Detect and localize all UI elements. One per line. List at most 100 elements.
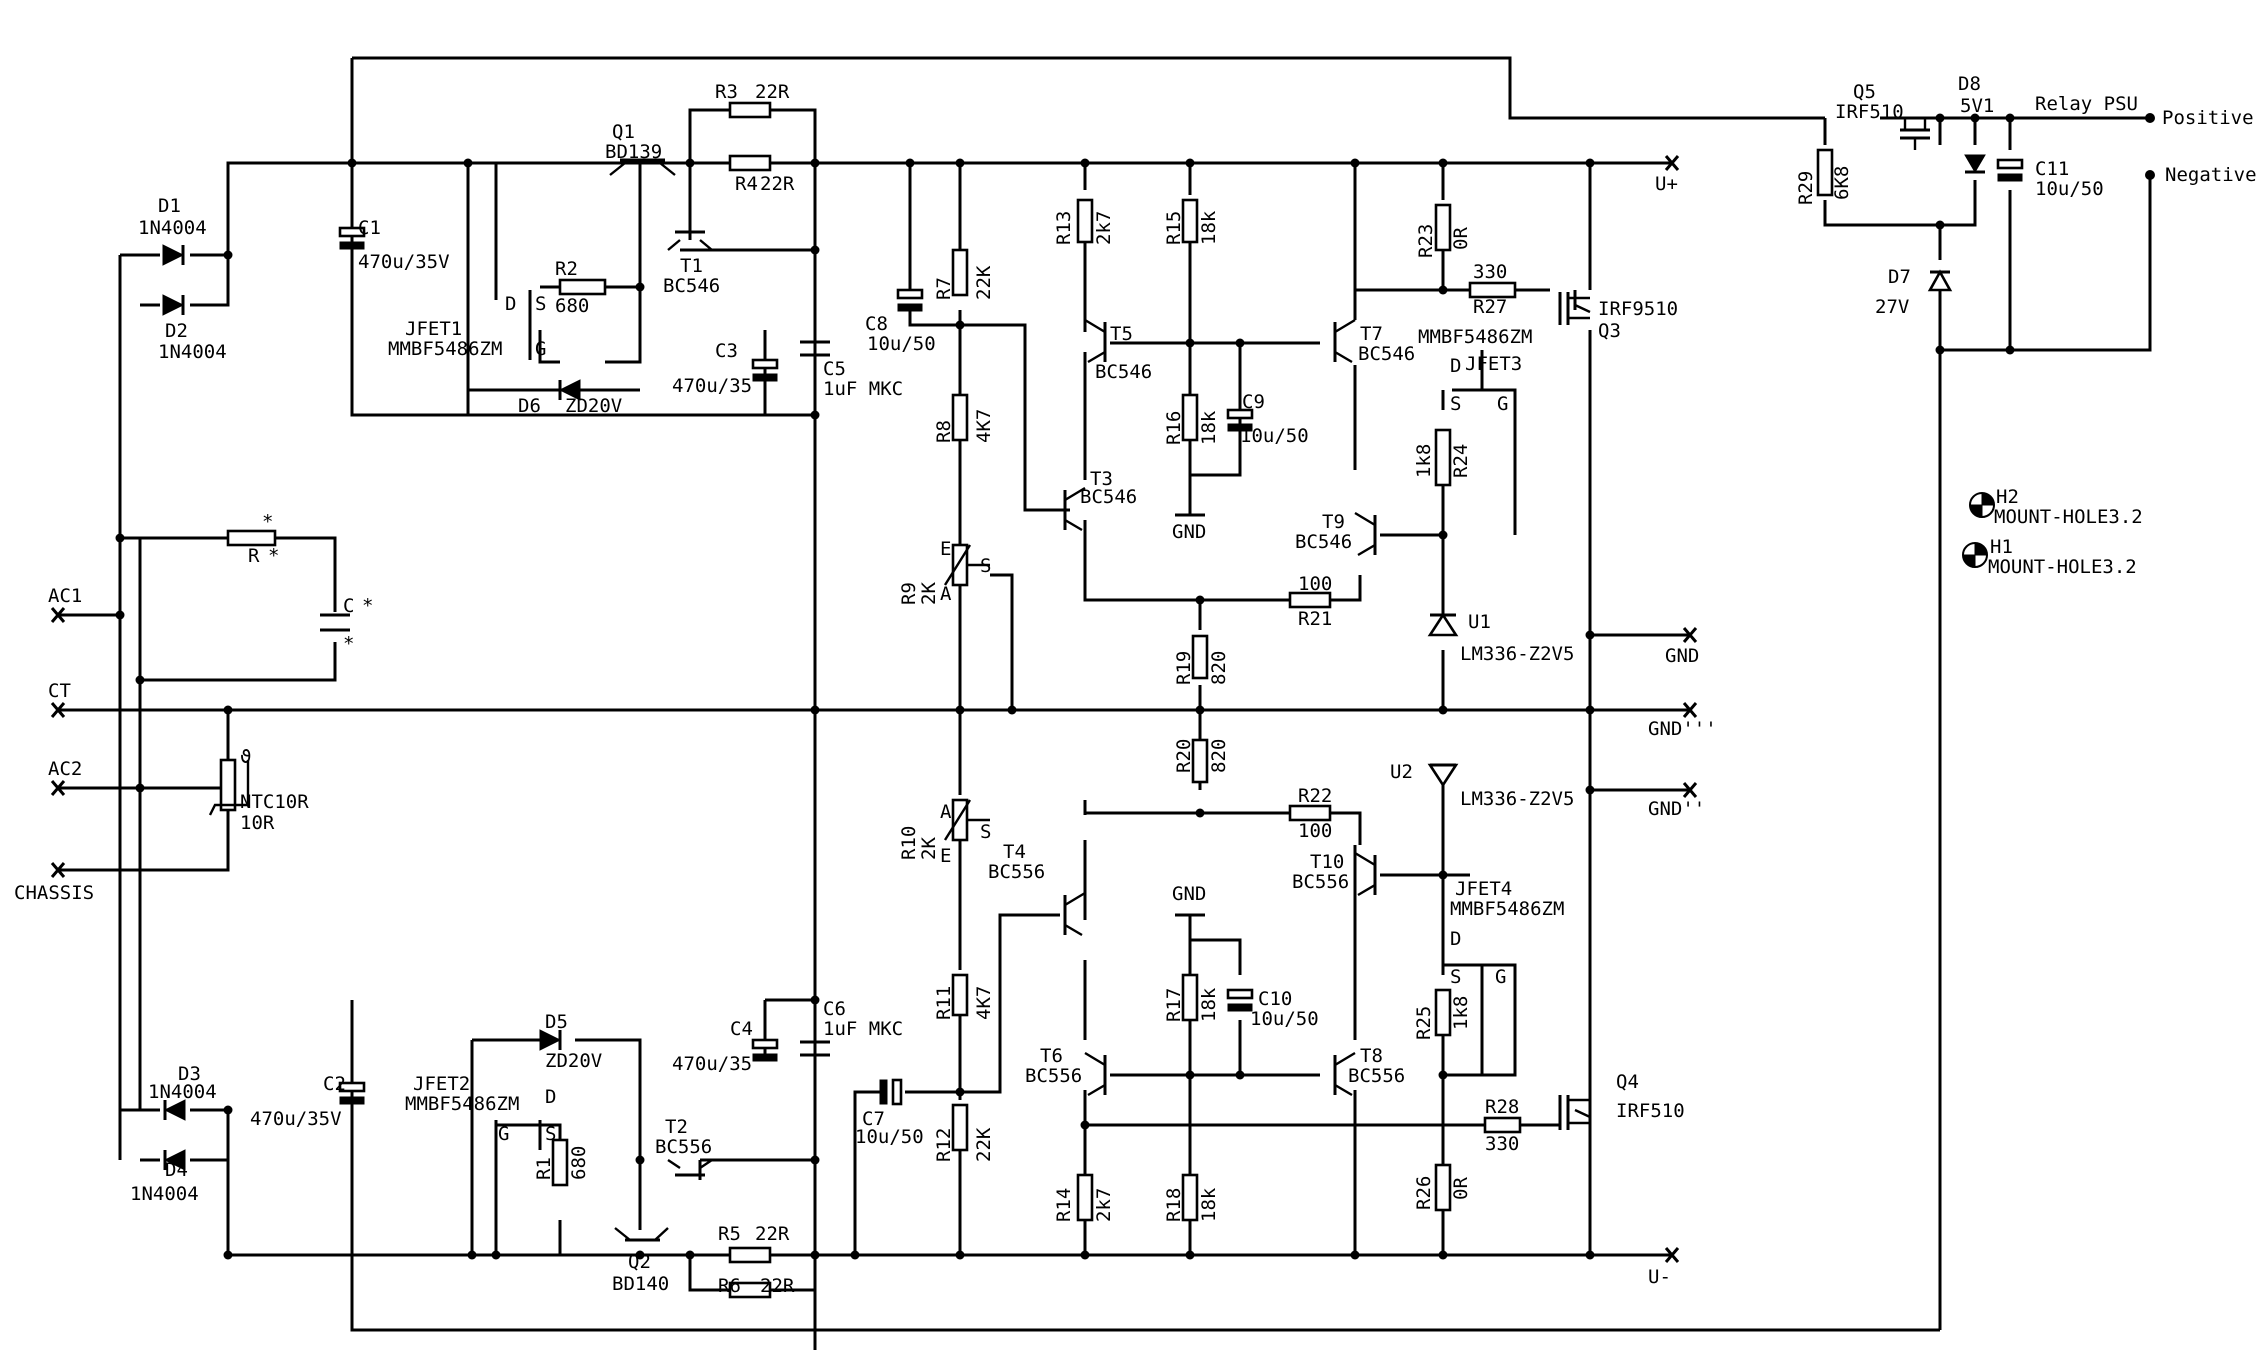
svg-text:10R: 10R	[240, 812, 275, 834]
resistor-r17: R17 18k	[1163, 973, 1220, 1022]
svg-text:*: *	[268, 545, 279, 567]
svg-text:D: D	[545, 1086, 556, 1108]
terminal-u-plus: U+	[1655, 155, 1680, 195]
svg-text:470u/35V: 470u/35V	[358, 251, 450, 273]
svg-text:820: 820	[1208, 651, 1230, 685]
wires-positive	[58, 56, 1825, 1350]
svg-text:G: G	[1497, 393, 1508, 415]
svg-text:R22: R22	[1298, 785, 1332, 807]
svg-text:C9: C9	[1242, 391, 1265, 413]
terminal-positive: Positive	[2145, 107, 2254, 129]
svg-text:A: A	[940, 801, 952, 823]
svg-text:680: 680	[568, 1146, 590, 1180]
svg-text:GND'': GND''	[1648, 798, 1705, 820]
svg-text:Q1: Q1	[612, 121, 635, 143]
resistor-r15: R15 18k	[1163, 198, 1220, 245]
svg-text:LM336-Z2V5: LM336-Z2V5	[1460, 788, 1574, 810]
svg-text:18k: 18k	[1198, 987, 1220, 1022]
resistor-r11: R11 4K7	[933, 973, 995, 1020]
terminal-gnd3: GND'''	[1648, 702, 1717, 740]
svg-text:ZD20V: ZD20V	[545, 1050, 602, 1072]
svg-text:D8: D8	[1958, 73, 1981, 95]
svg-text:MOUNT-HOLE3.2: MOUNT-HOLE3.2	[1988, 556, 2137, 578]
svg-text:G: G	[535, 338, 546, 360]
svg-text:470u/35: 470u/35	[672, 375, 752, 397]
svg-text:MMBF5486ZM: MMBF5486ZM	[388, 338, 502, 360]
svg-text:22K: 22K	[973, 1127, 995, 1162]
svg-text:R21: R21	[1298, 608, 1332, 630]
capacitor-c4: C4 470u/35	[672, 1018, 779, 1075]
svg-text:C6: C6	[823, 998, 846, 1020]
svg-text:BC556: BC556	[1292, 871, 1349, 893]
svg-text:T5: T5	[1110, 323, 1133, 345]
capacitor-c-star: C* *	[320, 595, 373, 655]
svg-text:BC556: BC556	[988, 861, 1045, 883]
svg-text:R17: R17	[1163, 988, 1185, 1022]
svg-text:R23: R23	[1415, 224, 1437, 258]
svg-text:R7: R7	[933, 277, 955, 300]
svg-text:18k: 18k	[1198, 410, 1220, 445]
svg-text:D: D	[1450, 355, 1461, 377]
junctions	[115, 113, 2015, 1260]
svg-text:BC556: BC556	[655, 1136, 712, 1158]
svg-text:Negative: Negative	[2165, 164, 2257, 186]
svg-text:1N4004: 1N4004	[130, 1183, 199, 1205]
resistor-r29: R29 6K8	[1795, 148, 1853, 205]
svg-text:LM336-Z2V5: LM336-Z2V5	[1460, 643, 1574, 665]
svg-text:*: *	[362, 595, 373, 617]
svg-text:JFET2: JFET2	[413, 1073, 470, 1095]
terminal-ac2: AC2	[48, 758, 82, 796]
svg-text:IRF510: IRF510	[1616, 1100, 1685, 1122]
svg-text:*: *	[262, 511, 273, 533]
svg-text:27V: 27V	[1875, 296, 1909, 318]
svg-text:T6: T6	[1040, 1045, 1063, 1067]
svg-text:5V1: 5V1	[1960, 95, 1994, 117]
svg-text:U-: U-	[1648, 1266, 1671, 1288]
svg-text:D2: D2	[165, 320, 188, 342]
svg-text:D1: D1	[158, 195, 181, 217]
svg-text:R24: R24	[1450, 444, 1472, 478]
svg-text:470u/35: 470u/35	[672, 1053, 752, 1075]
svg-text:18k: 18k	[1198, 1187, 1220, 1222]
svg-text:R4: R4	[735, 173, 758, 195]
svg-text:22R: 22R	[760, 173, 795, 195]
svg-text:ϑ: ϑ	[240, 746, 251, 768]
svg-text:T9: T9	[1322, 511, 1345, 533]
svg-text:T3: T3	[1090, 468, 1113, 490]
svg-text:R2: R2	[555, 258, 578, 280]
svg-text:G: G	[498, 1123, 509, 1145]
svg-text:S: S	[1450, 393, 1461, 415]
svg-text:18k: 18k	[1198, 210, 1220, 245]
svg-text:T2: T2	[665, 1116, 688, 1138]
svg-text:GND''': GND'''	[1648, 718, 1717, 740]
svg-text:4K7: 4K7	[973, 986, 995, 1020]
svg-text:R10: R10	[898, 826, 920, 860]
resistor-r16: R16 18k	[1163, 393, 1220, 445]
resistor-r20: R20 820	[1173, 739, 1230, 784]
svg-text:C1: C1	[358, 217, 381, 239]
svg-text:C4: C4	[730, 1018, 753, 1040]
svg-text:BC546: BC546	[1080, 486, 1137, 508]
svg-text:NTC10R: NTC10R	[240, 791, 309, 813]
svg-text:D: D	[505, 293, 516, 315]
